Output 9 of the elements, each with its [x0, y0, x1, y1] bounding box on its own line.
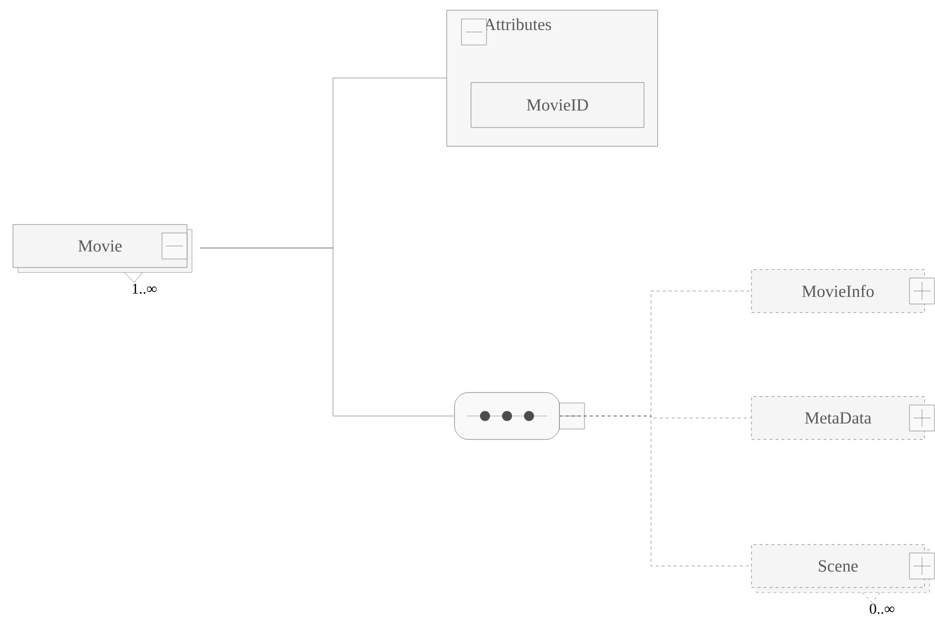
connector-line: [200, 248, 454, 416]
connector-line: [560, 416, 752, 566]
element-box: Movie: [12, 224, 188, 268]
element-box: MovieInfo: [751, 269, 925, 313]
cardinality-label: 0..∞: [870, 604, 894, 614]
element-box: Scene: [751, 544, 925, 588]
cardinality-label: 1..∞: [132, 284, 157, 294]
attribute-box: MovieID: [470, 82, 644, 128]
element-box: MetaData: [751, 396, 925, 440]
